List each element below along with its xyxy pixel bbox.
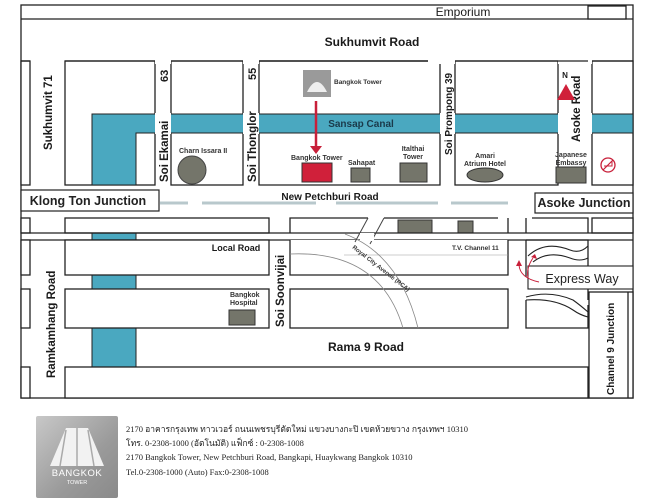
italthai-label-line1: Italthai — [402, 146, 425, 153]
thai-phone: โทร. 0-2308-1000 (อัตโนมัติ) แฟ็กซ์ : 0-… — [126, 438, 304, 448]
charn-issara-building — [177, 155, 207, 185]
thai-address: 2170 อาคารกรุงเทพ ทาวเวอร์ ถนนเพชรบุรีตั… — [126, 424, 468, 434]
japanese-embassy-building — [555, 166, 587, 184]
english-address: 2170 Bangkok Tower, New Petchburi Road, … — [126, 452, 413, 462]
hospital-label-line2: Hospital — [230, 300, 258, 307]
sahapat-label: Sahapat — [348, 160, 376, 167]
expressway-label: Express Way — [545, 272, 619, 286]
building-petchburi-south-1 — [397, 219, 433, 234]
bangkok-tower-logo: BANGKOK TOWER — [36, 416, 118, 498]
location-map: Emporium Sukhumvit Road Sansap Canal Suk… — [20, 4, 634, 399]
amari-atrium-building — [466, 167, 504, 183]
north-arrow-icon — [557, 84, 575, 100]
asoke-junction-box — [534, 192, 634, 214]
japanese-label-line2: Embassy — [556, 160, 587, 167]
soi-ekamai-label: Soi Ekamai — [159, 121, 171, 182]
channel-9-junction-label: Channel 9 Junction — [606, 303, 617, 395]
soi-thonglor-label: Soi Thonglor — [247, 111, 259, 182]
bangkok-tower-building — [301, 162, 333, 183]
expressway-lane-1 — [527, 245, 589, 257]
local-road-label: Local Road — [212, 243, 261, 253]
italthai-tower-building — [399, 162, 428, 183]
soi-soonvijai-label: Soi Soonvijai — [275, 255, 287, 327]
soi-39-label: 39 — [444, 72, 455, 84]
japanese-label-line1: Japanese — [555, 152, 587, 159]
klong-ton-junction-box — [20, 189, 160, 212]
amari-label-line2: Atrium Hotel — [464, 161, 506, 168]
sansap-canal-label: Sansap Canal — [328, 119, 394, 130]
building-petchburi-south-2 — [457, 220, 474, 234]
asoke-junction-label: Asoke Junction — [537, 196, 630, 210]
tv-channel-11-label: T.V. Channel 11 — [452, 245, 499, 252]
logo-name: BANGKOK — [51, 468, 103, 479]
italthai-label-line2: Tower — [403, 154, 423, 161]
emporium-label: Emporium — [436, 5, 491, 19]
ramkamhang-road-label: Ramkamhang Road — [46, 271, 58, 378]
sukhumvit-road-label: Sukhumvit Road — [325, 35, 420, 49]
klong-ton-junction-label: Klong Ton Junction — [30, 194, 146, 208]
petchburi-road-label: New Petchburi Road — [281, 192, 378, 203]
tower-icon — [307, 82, 327, 92]
channel-9-junction-box — [588, 291, 634, 399]
u-turn-arrow-icon — [518, 264, 540, 283]
no-u-turn-icon — [600, 157, 616, 173]
logo-sub: TOWER — [66, 480, 88, 486]
rama-9-road-label: Rama 9 Road — [328, 340, 404, 354]
amari-label-line1: Amari — [475, 153, 495, 160]
tower-logo-icon — [50, 428, 104, 467]
bangkok-tower-logo-label: Bangkok Tower — [334, 79, 382, 86]
hospital-label-line1: Bangkok — [230, 292, 260, 299]
block-far-left-upper — [20, 60, 31, 186]
asoke-road-label: Asoke Road — [571, 76, 583, 142]
bangkok-tower-label: Bangkok Tower — [291, 155, 343, 162]
sansap-canal — [91, 113, 634, 186]
north-label: N — [562, 71, 568, 80]
soi-prompong-label: Soi Prompong — [444, 87, 455, 155]
arrow-head-icon — [310, 146, 322, 154]
sukhumvit-71-label: Sukhumvit 71 — [43, 75, 55, 150]
emporium-corner-block — [587, 5, 627, 20]
footer-contact: BANGKOK TOWER 2170 อาคารกรุงเทพ ทาวเวอร์… — [36, 414, 636, 500]
charn-issara-label: Charn Issara II — [179, 148, 227, 155]
soi-63-label: 63 — [159, 70, 171, 82]
soi-55-label: 55 — [247, 68, 259, 80]
sahapat-building — [350, 167, 371, 183]
english-phone: Tel.0-2308-1000 (Auto) Fax:0-2308-1008 — [126, 467, 269, 477]
rca-road-edge-inner — [289, 253, 404, 329]
bangkok-hospital-building — [228, 309, 256, 326]
